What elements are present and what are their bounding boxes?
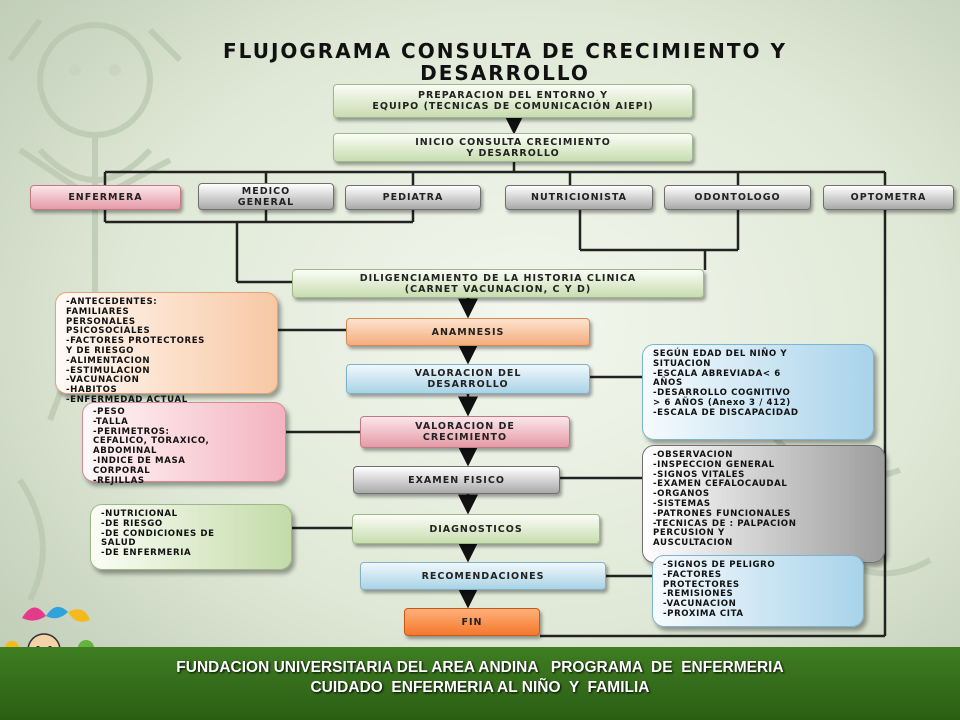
nutricionista-box: NUTRICIONISTA [505,185,653,210]
title-line-2: DESARROLLO [420,61,590,85]
inicio-consulta-box: INICIO CONSULTA CRECIMIENTO Y DESARROLLO [333,133,693,162]
pediatra-box: PEDIATRA [345,185,481,210]
optometra-box: OPTOMETRA [823,185,954,210]
anamnesis-box: ANAMNESIS [346,318,590,346]
preparacion-box: PREPARACION DEL ENTORNO Y EQUIPO (TECNIC… [333,84,693,118]
footer-banner: FUNDACION UNIVERSITARIA DEL AREA ANDINA … [0,647,960,720]
odontologo-box: ODONTOLOGO [664,185,811,210]
valoracion-desarrollo-box: VALORACION DEL DESARROLLO [346,364,590,394]
desarrollo-note: SEGÚN EDAD DEL NIÑO Y SITUACION -ESCALA … [642,344,874,440]
recomendaciones-box: RECOMENDACIONES [360,562,606,590]
footer-line-1: FUNDACION UNIVERSITARIA DEL AREA ANDINA … [176,659,784,676]
examen-note: -OBSERVACION -INSPECCION GENERAL -SIGNOS… [642,445,885,563]
medico-general-box: MEDICO GENERAL [198,183,334,210]
footer-line-2: CUIDADO ENFERMERIA AL NIÑO Y FAMILIA [310,679,650,696]
historia-clinica-box: DILIGENCIAMIENTO DE LA HISTORIA CLINICA … [292,269,704,298]
enfermera-box: ENFERMERA [30,185,181,210]
page-title: FLUJOGRAMA CONSULTA DE CRECIMIENTO Y DES… [160,40,850,84]
crecimiento-note: -PESO -TALLA -PERIMETROS: CEFALICO, TORA… [82,402,286,485]
recomendaciones-note: -SIGNOS DE PELIGRO -FACTORES PROTECTORES… [652,555,864,627]
diagnosticos-box: DIAGNOSTICOS [352,514,600,544]
examen-fisico-box: EXAMEN FISICO [353,466,560,494]
fin-box: FIN [404,608,540,636]
anamnesis-note: -ANTECEDENTES: FAMILIARES PERSONALES PSI… [55,292,278,405]
diagnosticos-note: -NUTRICIONAL -DE RIESGO -DE CONDICIONES … [90,504,292,570]
valoracion-crecimiento-box: VALORACION DE CRECIMIENTO [360,416,570,448]
title-line-1: FLUJOGRAMA CONSULTA DE CRECIMIENTO Y [223,39,787,63]
